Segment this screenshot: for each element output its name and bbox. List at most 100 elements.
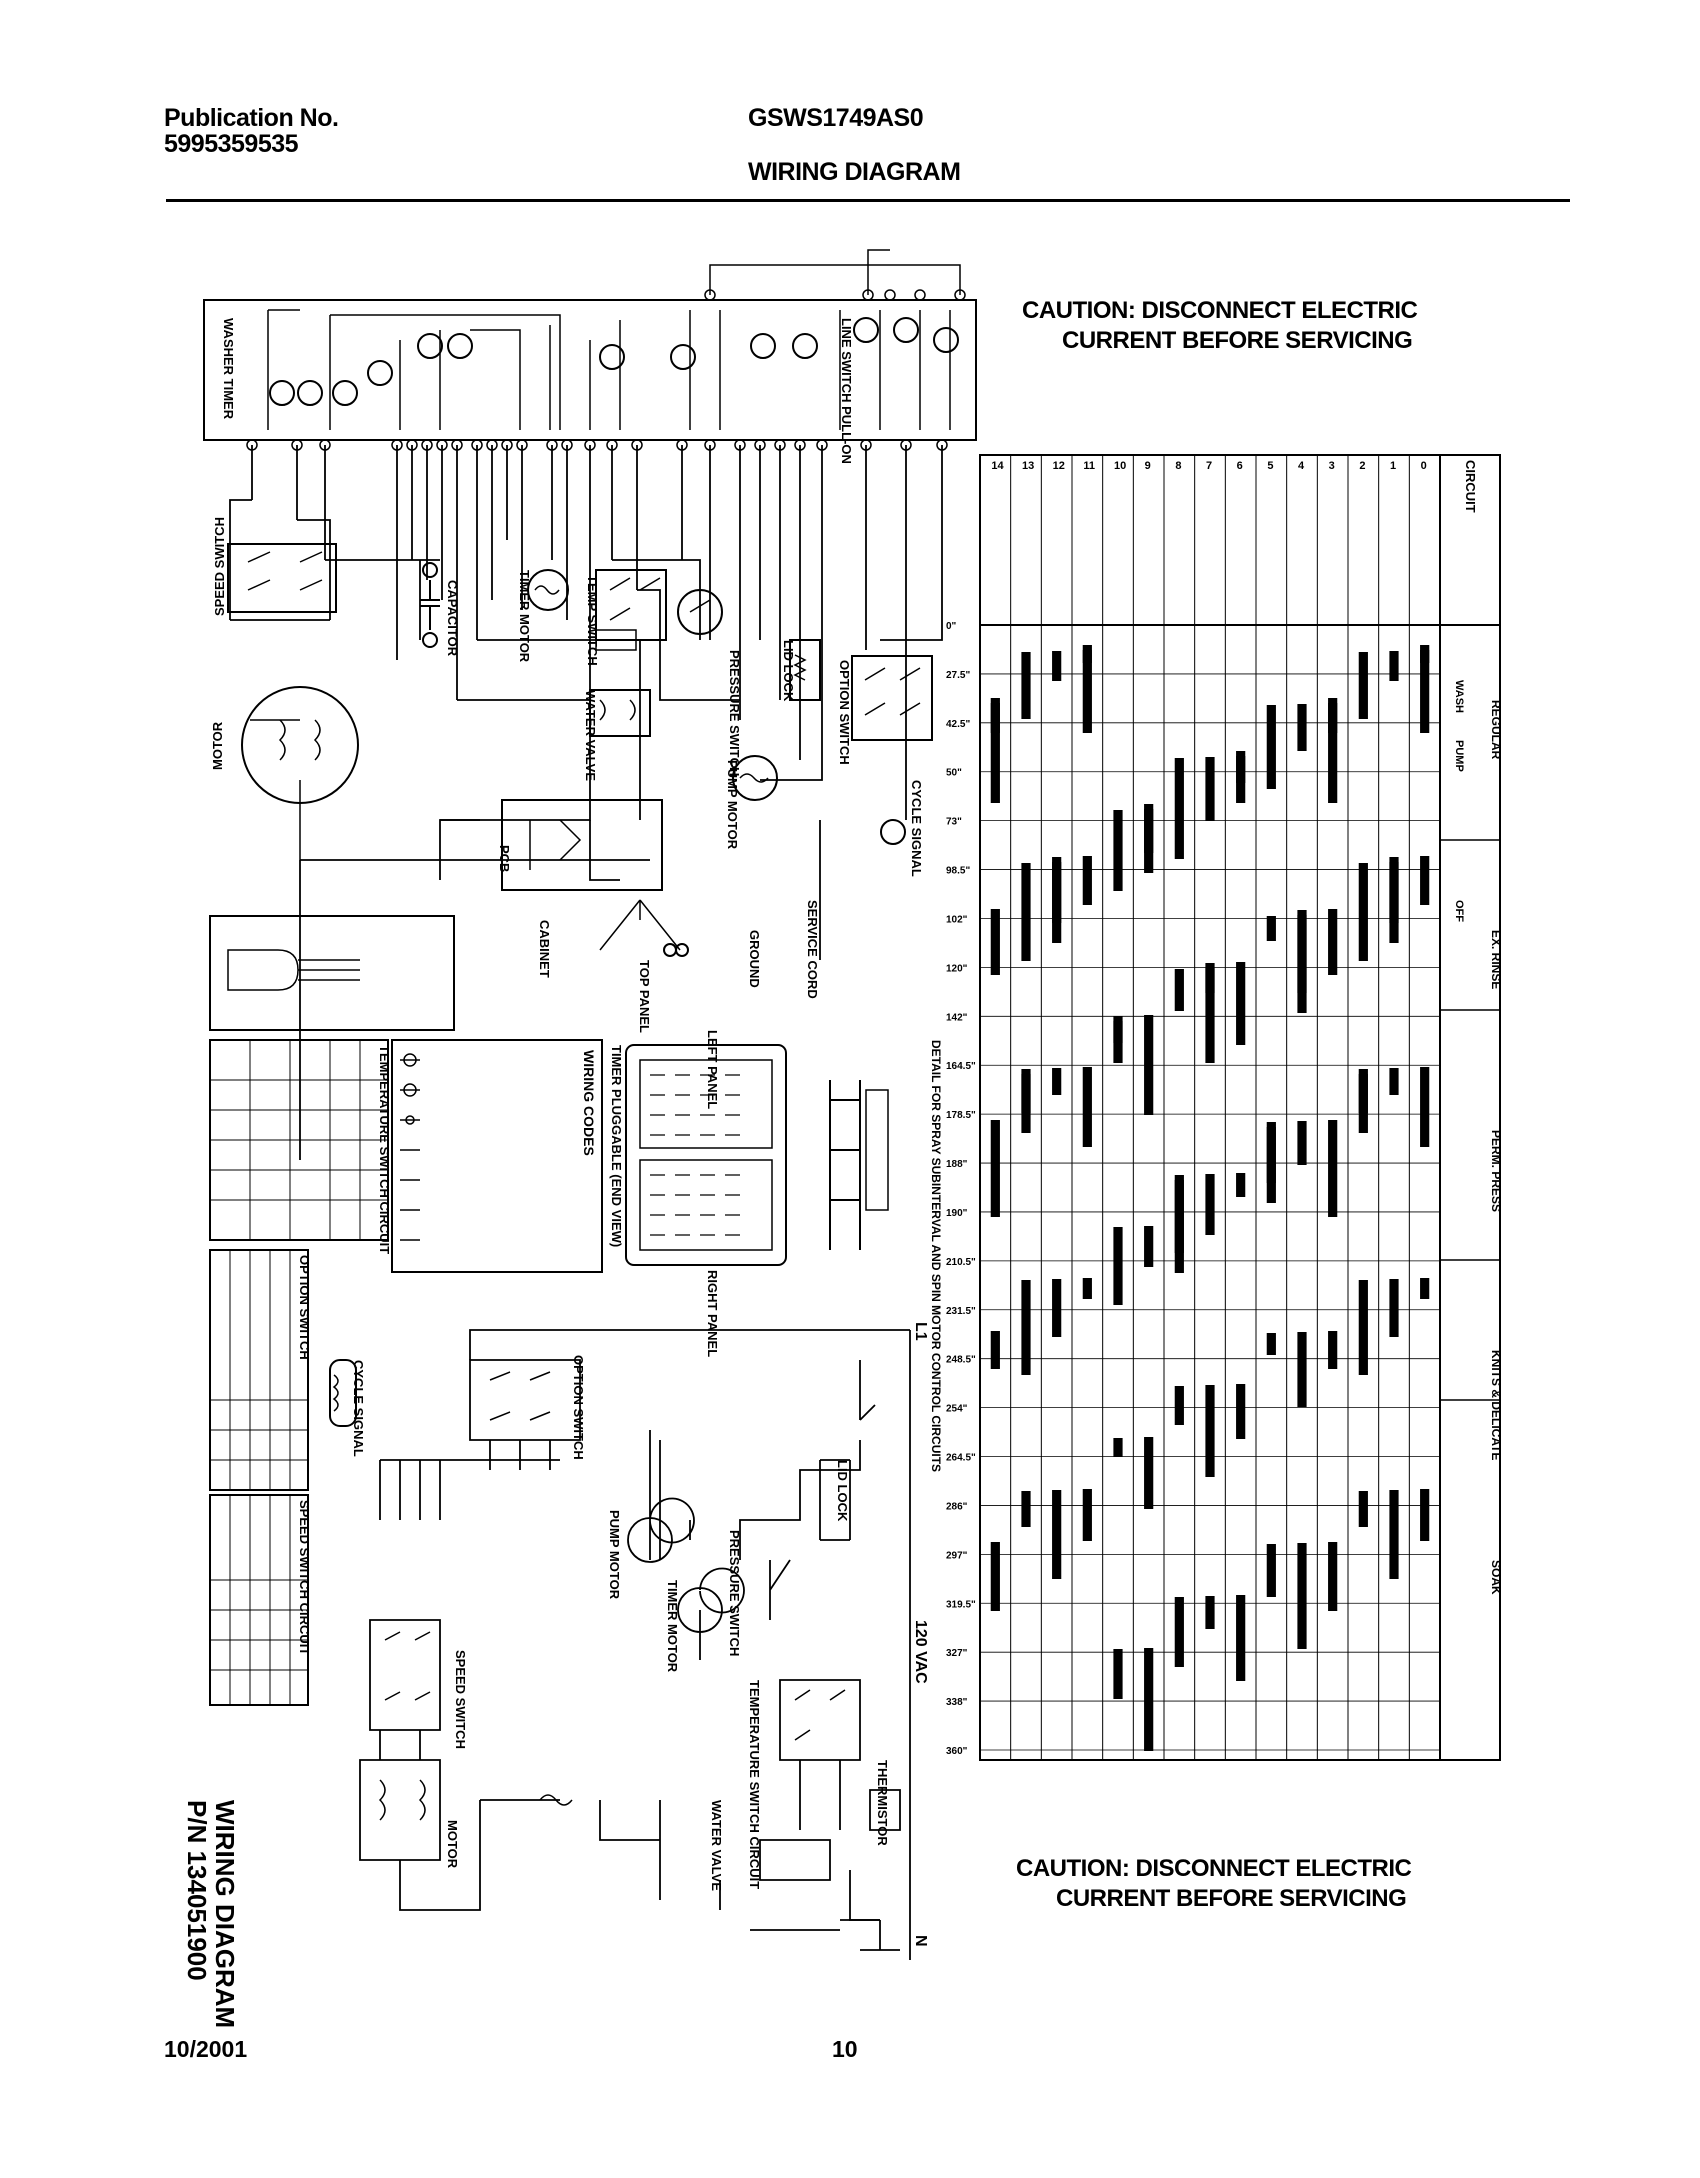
chart-circuit-number: 6 (1237, 460, 1243, 472)
timer-pluggable-title: TIMER PLUGGABLE (END VIEW) (609, 1045, 624, 1247)
chart-timing-bar (1297, 1332, 1307, 1407)
chart-timing-bar (1113, 1438, 1123, 1457)
cycle-signal-label: CYCLE SIGNAL (909, 780, 924, 877)
sequence-chart (979, 454, 1501, 1761)
pressure-switch (677, 589, 723, 635)
chart-circuit-number: 7 (1206, 460, 1212, 472)
chart-time-mark: 142" (946, 1012, 968, 1023)
chart-timing-bar (990, 1542, 1000, 1611)
caution-top-line1: CAUTION: DISCONNECT ELECTRIC (1022, 297, 1418, 324)
chart-timing-bar (1266, 916, 1276, 941)
option-switch (851, 655, 933, 741)
temp-switch (595, 569, 667, 641)
chart-time-mark: 210.5" (946, 1257, 976, 1268)
option-switch-label: OPTION SWITCH (837, 660, 852, 765)
chart-timing-bar (1082, 650, 1092, 733)
chart-regular-label: REGULAR (1489, 700, 1503, 760)
volts-label: 120 VAC (912, 1620, 929, 1684)
chart-timing-bar (1266, 705, 1276, 789)
schematic-circuit (359, 1329, 911, 1960)
pump-motor-schematic-label: PUMP MOTOR (607, 1510, 622, 1600)
chart-timing-bar (1144, 1648, 1154, 1751)
chart-timing-bar (990, 909, 1000, 975)
thermistor-label: THERMISTOR (875, 1760, 890, 1846)
caution-bottom: CAUTION: DISCONNECT ELECTRIC CURRENT BEF… (1016, 1854, 1412, 1914)
footer-date: 10/2001 (164, 2036, 248, 2062)
page-title: WIRING DIAGRAM (748, 158, 961, 186)
caution-bottom-line1: CAUTION: DISCONNECT ELECTRIC (1016, 1855, 1412, 1882)
lid-lock (789, 639, 821, 701)
chart-timing-bar (1328, 1331, 1338, 1369)
speed-switch-top (227, 543, 337, 613)
chart-timing-bar (1266, 1333, 1276, 1355)
chart-time-mark: 120" (946, 963, 968, 974)
chart-timing-bar (1113, 1021, 1123, 1043)
speed-switch-table (209, 1494, 309, 1706)
chart-timing-bar (1144, 1015, 1154, 1115)
wiring-codes-box (391, 1039, 603, 1273)
chart-timing-bar (1420, 650, 1430, 733)
chart-timing-bar (1174, 758, 1184, 859)
chart-time-mark: 231.5" (946, 1306, 976, 1317)
chart-timing-bar (1082, 856, 1092, 905)
chart-time-mark: 319.5" (946, 1599, 976, 1610)
chart-time-mark: 248.5" (946, 1355, 976, 1366)
chart-timing-bar (1389, 651, 1399, 681)
chart-timing-bar (1358, 652, 1368, 719)
chart-timing-bar (1236, 1173, 1246, 1197)
temp-circuit-title: TEMPERATURE SWITCH CIRCUIT (377, 1045, 392, 1254)
chart-time-mark: 190" (946, 1208, 968, 1219)
pump-motor-label: PUMP MOTOR (725, 760, 740, 850)
water-valve (589, 689, 651, 737)
chart-timing-bar (1297, 915, 1307, 993)
chart-time-mark: 360" (946, 1746, 968, 1757)
chart-timing-bar (1021, 1074, 1031, 1113)
chart-timing-bar (1144, 809, 1154, 853)
chart-time-mark: 42.5" (946, 719, 970, 730)
chart-timing-bar (1052, 862, 1062, 923)
chart-timing-bar (1113, 810, 1123, 891)
pressure-switch-label: PRESSURE SWITCH (727, 650, 742, 776)
water-valve-label: WATER VALVE (583, 690, 598, 781)
capacitor-label: CAPACITOR (445, 580, 460, 657)
wiring-codes-title: WIRING CODES (581, 1050, 597, 1156)
chart-timing-bar (1174, 969, 1184, 1011)
chart-circuit-number: 12 (1053, 460, 1065, 472)
chart-time-mark: 188" (946, 1159, 968, 1170)
top-panel-label: TOP PANEL (637, 960, 652, 1033)
chart-timing-bar (1420, 856, 1430, 905)
ground-label: GROUND (747, 930, 762, 988)
pressure-switch-schematic-label: PRESSURE SWITCH (727, 1530, 742, 1656)
timer-contact-circles (269, 317, 959, 406)
caution-top-line2: CURRENT BEFORE SERVICING (1062, 327, 1413, 354)
option-switch-schematic-label: OPTION SWITCH (571, 1355, 586, 1460)
chart-timing-bar (1266, 1127, 1276, 1183)
chart-circuit-number: 4 (1298, 460, 1305, 472)
chart-timing-bar (1021, 863, 1031, 961)
chart-circuit-number: 5 (1267, 460, 1273, 472)
timer-internal-wiring (267, 249, 961, 430)
cabinet-label: CABINET (537, 920, 552, 978)
schematic-pump-motor (627, 1517, 673, 1563)
schematic-cycle-signal (329, 1359, 357, 1427)
chart-timing-bar (1389, 1490, 1399, 1579)
chart-circuit-number: 11 (1083, 460, 1095, 472)
pcb-label: PCB (497, 845, 512, 872)
chart-circuit-number: 9 (1145, 460, 1151, 472)
chart-time-mark: 73" (946, 817, 962, 828)
chart-timing-bar (1297, 1121, 1307, 1165)
chart-circuit-header: CIRCUIT (1463, 460, 1478, 513)
chart-timing-bar (1174, 1386, 1184, 1425)
caution-top: CAUTION: DISCONNECT ELECTRIC CURRENT BEF… (1022, 296, 1418, 356)
chart-timing-bar (1174, 1180, 1184, 1253)
chart-timing-bar (1389, 862, 1399, 923)
chart-timing-bar (1266, 1544, 1276, 1597)
chart-timing-bar (990, 1331, 1000, 1369)
timer-pluggable-view (625, 1044, 787, 1266)
chart-timing-bar (1358, 1491, 1368, 1527)
motor-label: MOTOR (210, 721, 225, 770)
n-label: N (912, 1935, 929, 1947)
chart-timing-bar (1205, 968, 1215, 1063)
chart-time-mark: 0" (946, 621, 957, 632)
chart-circuit-number: 13 (1022, 460, 1034, 472)
